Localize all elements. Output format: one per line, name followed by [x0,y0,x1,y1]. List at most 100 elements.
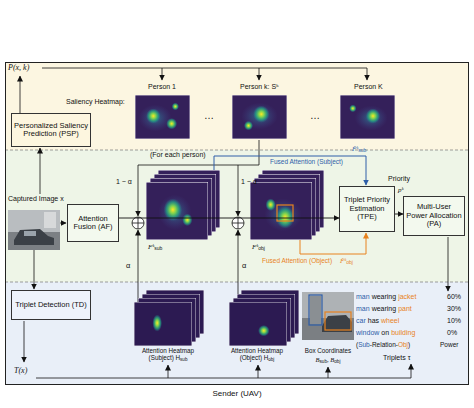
captured-photo [14,229,54,245]
subject-attention-stack [134,290,204,346]
wire [168,365,169,378]
subscript: sub [320,359,328,364]
label-text: wearing [372,293,397,300]
label-text: , B [327,356,334,363]
text-label: (For each person) [150,151,206,159]
fused-subject-stack [146,182,208,240]
text-label: 10% [447,317,461,325]
wire [411,364,412,378]
edge-label: Priority [388,175,410,183]
text-label: Fused Attention (Object) [262,257,332,264]
label-text: 0% [447,329,457,336]
node-text-stack: Triplet Detection (TD) [15,301,86,309]
node-text-stack: Personalized Saliency Prediction (PSP) [14,122,88,139]
sum-symbol [232,217,244,229]
text-label: α [126,262,130,271]
saliency-heatmap [135,95,190,139]
label-text: F̃ᵏ [352,145,358,153]
wire [328,367,329,378]
subscript: sub [358,147,366,153]
text-label: Triplets τ [383,354,410,362]
band [5,150,469,151]
text-label: Box Coordinates [300,347,356,354]
wire [24,321,25,362]
process-box: Multi-User Power Allocation (PA) [403,196,465,236]
text-label: … [204,110,214,122]
subject-attention-stack [134,302,192,346]
wire [34,250,35,289]
text-label: Fᵏobj [252,243,265,251]
text-label: … [310,110,320,122]
text-label: manwearingjacket [356,293,416,301]
wire [367,68,368,80]
node-text: Multi-User Power Allocation (PA) [406,203,462,228]
label-text: Fᵏ [252,243,258,251]
text-label: windowonbuilding [356,329,415,337]
box-photo [325,312,351,330]
text-label: carhaswheel [356,317,399,325]
label-text: has [368,317,379,324]
label-text: wheel [381,317,399,324]
label-text: ) [408,341,410,348]
text-label: P(x, k) [8,63,29,72]
text-label: 0% [447,329,457,337]
node-text: Personalized Saliency Prediction (PSP) [14,122,88,139]
label-text: α [126,261,130,270]
text-label: α [242,262,246,271]
wire [138,140,259,165]
label-text: T(x) [14,366,27,375]
object-attention-stack [229,302,287,346]
band [5,62,469,150]
label-text: α [242,261,246,270]
subscript: sub [180,357,187,362]
process-box: Personalized Saliency Prediction (PSP) [11,113,91,147]
text-label: F̃ᵏsub [352,145,366,153]
label-text: man [356,305,370,312]
label-text: man [356,293,370,300]
sender-frame: Sender (UAV)Personalized Saliency Predic… [5,62,469,385]
saliency-heatmap [135,95,395,139]
sum-symbol [232,217,244,229]
band [5,282,469,385]
label-text: pᵏ [398,186,403,194]
text-label: T(x) [14,366,27,375]
fused-object-stack [250,182,312,240]
wire [60,223,66,224]
label-text: Fused Attention (Subject) [270,158,343,165]
process-box: Triplet Priority Estimation (TPE) [339,186,395,232]
node-text: Triplet Detection (TD) [15,301,86,309]
box-photo [302,292,354,340]
band [5,282,469,283]
label-text: 1 − α [116,178,132,185]
text-label: Person K [354,83,383,91]
subscript: obj [268,357,274,362]
captured-photo [44,212,56,228]
band [5,62,469,385]
wire [36,378,411,379]
saliency-heatmap [232,95,287,139]
label-text: 10% [447,317,461,324]
node-text: Triplet Priority Estimation (TPE) [342,196,392,221]
label-text: pant [398,305,412,312]
label-text: Sub [358,341,370,348]
text-label: pᵏ [398,186,403,194]
node-text-stack: Triplet Priority Estimation (TPE) [342,196,392,221]
label-text: Person K [354,83,383,90]
text-label: Attention Heatmap (Subject) Hsub [130,347,206,361]
label-text: -Relation- [370,341,398,348]
subscript: sub [154,245,162,251]
sum-symbol [132,217,244,229]
fused-object-stack [250,170,324,240]
label-text: Obj [398,341,408,348]
box-photo [302,292,354,340]
label-text: Person k: Sᵏ [240,83,279,90]
wire [20,76,21,113]
text-label: (Sub-Relation-Obj) [356,341,410,348]
wire [162,68,163,80]
wire [42,68,367,69]
label-text: window [356,329,379,336]
text-label: Captured Image x [8,195,64,203]
label-text: Person 1 [148,83,176,90]
